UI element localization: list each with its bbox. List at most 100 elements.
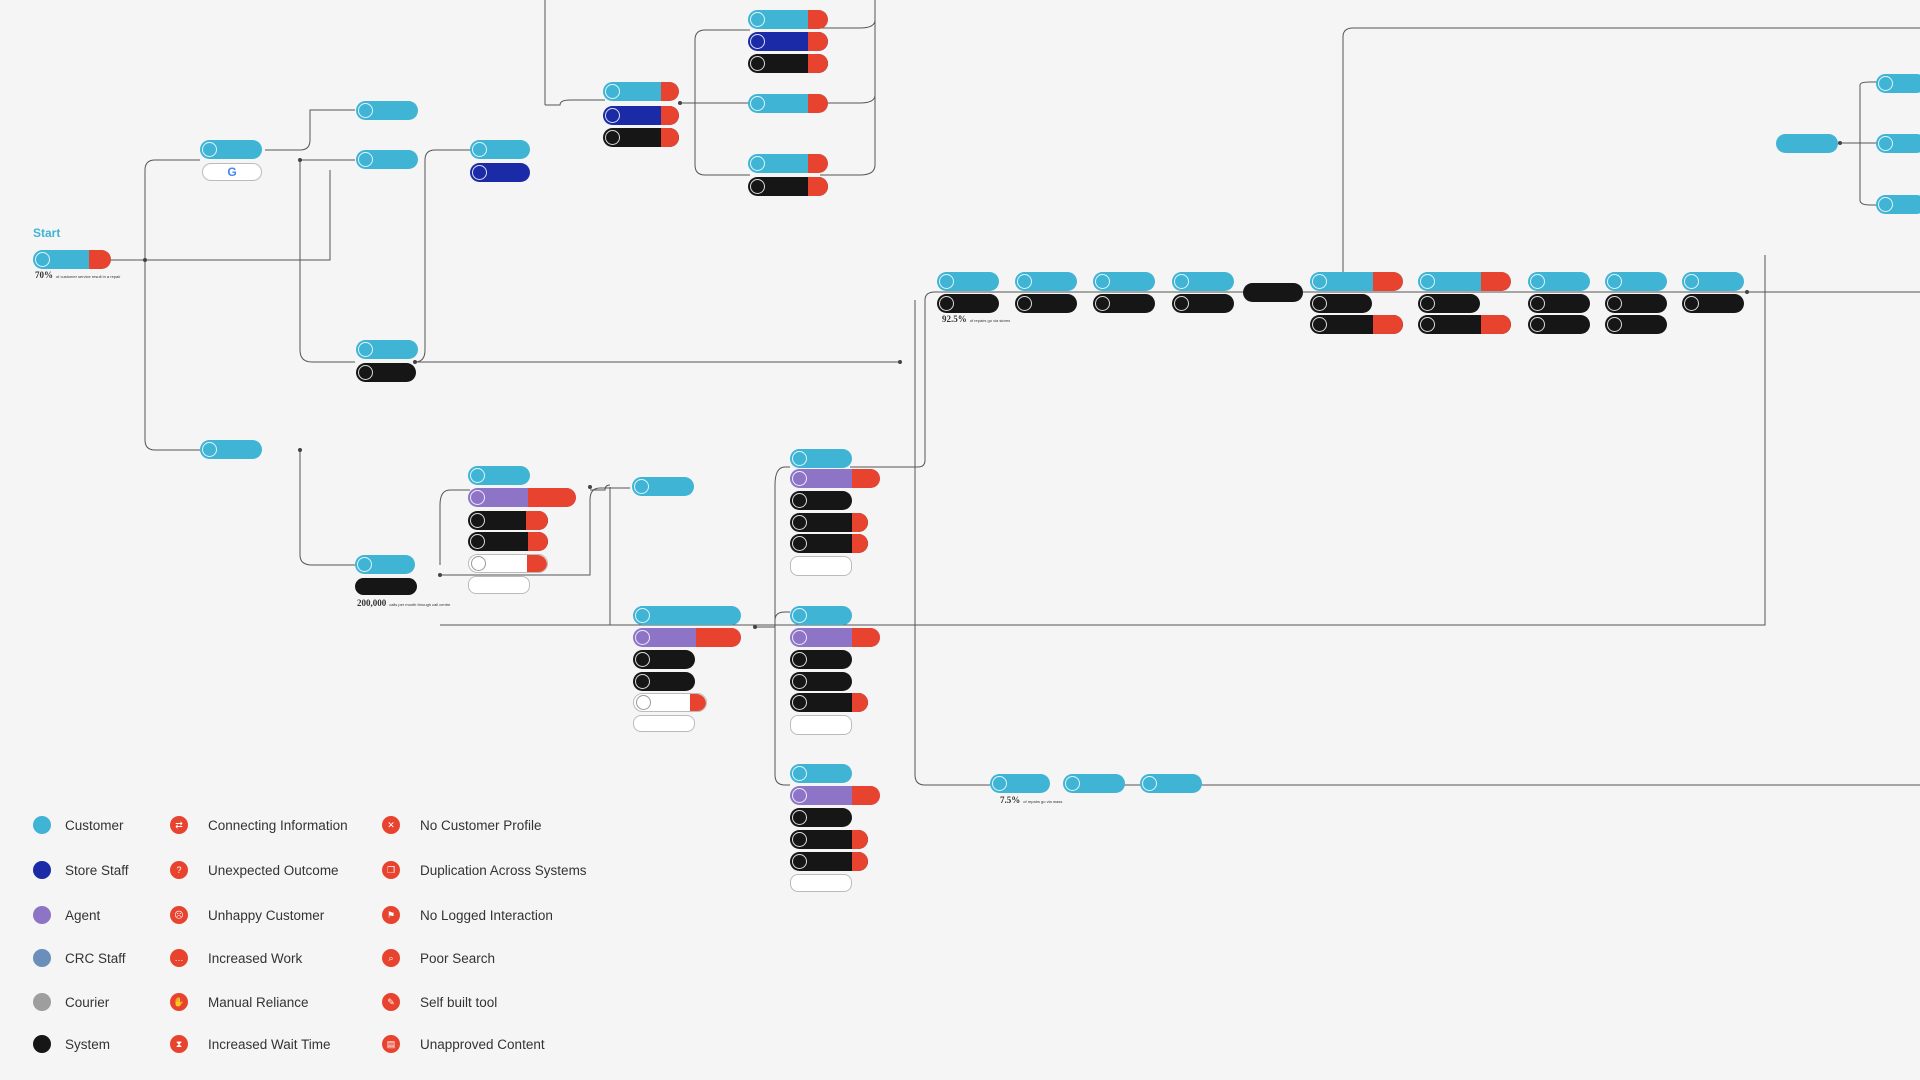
question-icon: ? (170, 861, 188, 879)
system-node[interactable] (355, 578, 417, 595)
legend-duplication: ❐Duplication Across Systems (382, 861, 587, 879)
legend-store-staff: Store Staff (33, 861, 129, 879)
system-node[interactable] (790, 808, 852, 827)
system-node[interactable] (1528, 315, 1590, 334)
system-node[interactable] (1093, 294, 1155, 313)
system-node[interactable] (1528, 294, 1590, 313)
flow-node[interactable] (200, 140, 262, 159)
stat-92: 92.5%of repairs go via stores (942, 314, 1011, 324)
flow-node[interactable] (603, 82, 679, 101)
flow-node[interactable] (1776, 134, 1838, 153)
system-node[interactable] (790, 534, 868, 553)
staff-node[interactable] (470, 163, 530, 182)
agent-node[interactable] (790, 786, 880, 805)
flow-node[interactable] (790, 606, 852, 625)
staff-note (790, 556, 852, 576)
stat-repair: 70%of customer service result in a repai… (35, 270, 121, 280)
flow-node[interactable] (1605, 272, 1667, 291)
system-node[interactable] (1418, 315, 1511, 334)
system-node[interactable] (790, 491, 852, 510)
flow-node[interactable] (748, 154, 828, 173)
agent-node[interactable] (790, 628, 880, 647)
system-node[interactable] (1605, 315, 1667, 334)
system-node[interactable] (468, 532, 548, 551)
flow-node[interactable] (790, 449, 852, 468)
system-node[interactable] (790, 852, 868, 871)
flow-node[interactable] (1093, 272, 1155, 291)
flow-node[interactable] (990, 774, 1050, 793)
flow-node[interactable] (470, 140, 530, 159)
system-node[interactable] (937, 294, 999, 313)
agent-node[interactable] (468, 488, 576, 507)
wrench-icon: ✎ (382, 993, 400, 1011)
system-node[interactable] (790, 672, 852, 691)
legend-poor-search: ⌕Poor Search (382, 949, 495, 967)
google-node[interactable] (633, 693, 707, 712)
flow-node[interactable] (1682, 272, 1744, 291)
flow-node[interactable] (355, 555, 415, 574)
agent-node[interactable] (633, 628, 741, 647)
legend-no-customer-profile: ✕No Customer Profile (382, 816, 542, 834)
flow-node[interactable] (748, 94, 828, 113)
flow-node[interactable] (1528, 272, 1590, 291)
system-node[interactable] (1015, 294, 1077, 313)
flow-node[interactable] (1310, 272, 1403, 291)
system-node[interactable] (468, 511, 548, 530)
system-node[interactable] (356, 363, 416, 382)
system-node[interactable] (1172, 294, 1234, 313)
legend-courier: Courier (33, 993, 109, 1011)
legend-unhappy-customer: ☹Unhappy Customer (170, 906, 324, 924)
flow-node[interactable] (1418, 272, 1511, 291)
system-node[interactable] (1682, 294, 1744, 313)
customer-avatar-icon (35, 252, 50, 267)
system-node[interactable] (603, 128, 679, 147)
system-node[interactable] (790, 650, 852, 669)
flow-node[interactable] (356, 101, 418, 120)
legend-customer: Customer (33, 816, 124, 834)
staff-node[interactable] (748, 32, 828, 51)
flow-node[interactable] (1063, 774, 1125, 793)
agent-node[interactable] (790, 469, 880, 488)
flow-node[interactable] (200, 440, 262, 459)
system-node[interactable] (633, 672, 695, 691)
system-node[interactable] (790, 693, 868, 712)
flow-node[interactable] (1876, 74, 1920, 93)
legend-unapproved-content: ▤Unapproved Content (382, 1035, 545, 1053)
flow-node[interactable] (1876, 195, 1920, 214)
system-node[interactable] (748, 177, 828, 196)
dots-icon: … (170, 949, 188, 967)
system-node[interactable] (1243, 283, 1303, 302)
flow-node[interactable] (748, 10, 828, 29)
flow-node[interactable] (937, 272, 999, 291)
flow-node[interactable] (1140, 774, 1202, 793)
google-node[interactable] (468, 554, 548, 573)
system-node[interactable] (790, 830, 868, 849)
flow-node[interactable] (356, 150, 418, 169)
flow-node[interactable] (790, 764, 852, 783)
staff-note (790, 715, 852, 735)
start-customer-node[interactable] (33, 250, 111, 269)
staff-node[interactable] (603, 106, 679, 125)
system-node[interactable] (1418, 294, 1480, 313)
doc-icon: ▤ (382, 1035, 400, 1053)
system-node[interactable] (633, 650, 695, 669)
stat-75: 7.5%of repairs go via mass (1000, 795, 1063, 805)
person-x-icon: ✕ (382, 816, 400, 834)
flow-node[interactable] (356, 340, 418, 359)
system-node[interactable] (1605, 294, 1667, 313)
staff-note (790, 874, 852, 892)
flow-node[interactable] (632, 477, 694, 496)
hand-icon: ✋ (170, 993, 188, 1011)
legend-manual-reliance: ✋Manual Reliance (170, 993, 309, 1011)
flow-node[interactable] (468, 466, 530, 485)
system-node[interactable] (1310, 294, 1372, 313)
flow-node[interactable] (1172, 272, 1234, 291)
system-node[interactable] (748, 54, 828, 73)
system-node[interactable] (790, 513, 868, 532)
flow-node[interactable] (1876, 134, 1920, 153)
system-node[interactable] (1310, 315, 1403, 334)
flow-node[interactable] (633, 606, 741, 625)
flow-node[interactable] (1015, 272, 1077, 291)
